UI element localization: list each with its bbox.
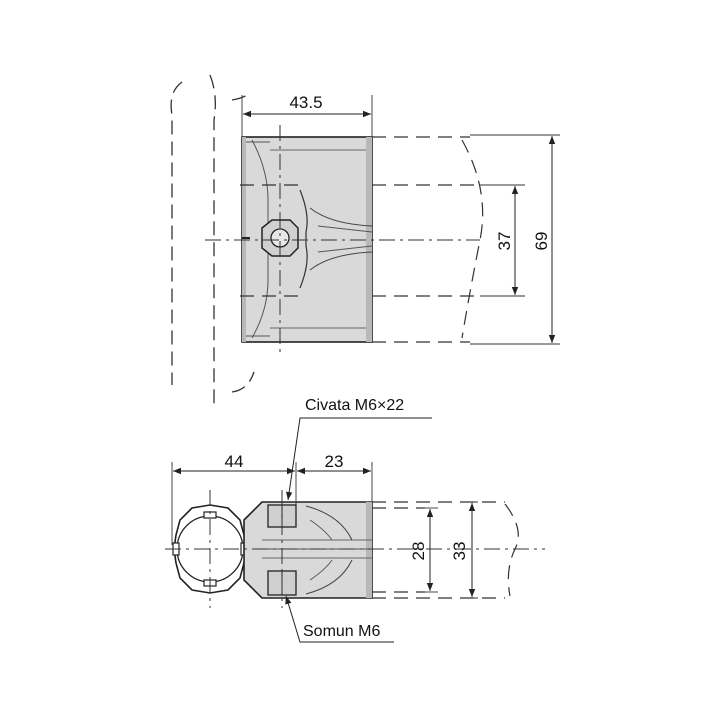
dim-inner-height-top: 37: [495, 232, 514, 251]
pipe-hidden-right: [240, 136, 484, 343]
extension-lines-bottom: [171, 462, 478, 599]
center-lines-bottom: [165, 490, 545, 608]
dim-right-bottom: 23: [325, 452, 344, 471]
dim-outer-height-bottom: 33: [450, 542, 469, 561]
bottom-view: 44 23 28 33 Civata M6×22 Somun M6: [165, 397, 545, 643]
dim-outer-height-top: 69: [532, 232, 551, 251]
dim-width-top: 43.5: [289, 93, 322, 112]
joint-body-side: [243, 501, 373, 599]
dimension-lines-bottom: [173, 467, 476, 597]
dim-left-bottom: 44: [225, 452, 244, 471]
label-nut: Somun M6: [303, 623, 380, 640]
label-bolt: Civata M6×22: [305, 397, 404, 414]
dimension-lines-top: [243, 110, 556, 343]
pipe-hidden-bottom: [372, 501, 519, 599]
top-view: 43.5 37 69: [170, 74, 560, 410]
center-lines-top: [205, 125, 480, 352]
dim-inner-height-bottom: 28: [409, 542, 428, 561]
leader-lines: [285, 417, 432, 643]
extension-lines-top: [241, 95, 560, 345]
